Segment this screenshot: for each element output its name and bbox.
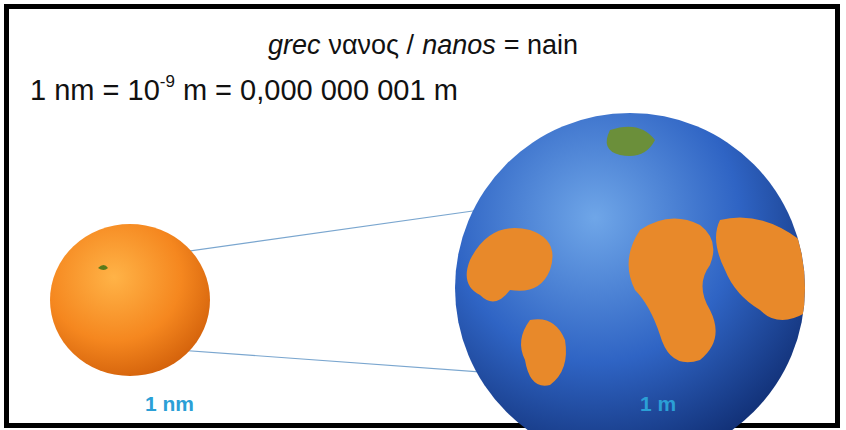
exponent: -9 (160, 72, 175, 92)
formula-text: m = 0,000 000 001 m (183, 74, 458, 107)
word: = nain (504, 30, 578, 61)
formula-text: 1 nm = 10 (30, 74, 160, 107)
title-line: grecνανος / nanos = nain (0, 30, 846, 61)
greek-word: νανος / (328, 30, 414, 61)
scale-label: 1 m (640, 392, 676, 416)
orange (50, 224, 210, 376)
formula-line: 1 nm = 10-9 m = 0,000 000 001 m (30, 72, 458, 107)
earth (455, 113, 810, 430)
scale-label: 1 nm (145, 392, 194, 416)
word: grec (268, 30, 321, 61)
word: nanos (422, 30, 496, 61)
